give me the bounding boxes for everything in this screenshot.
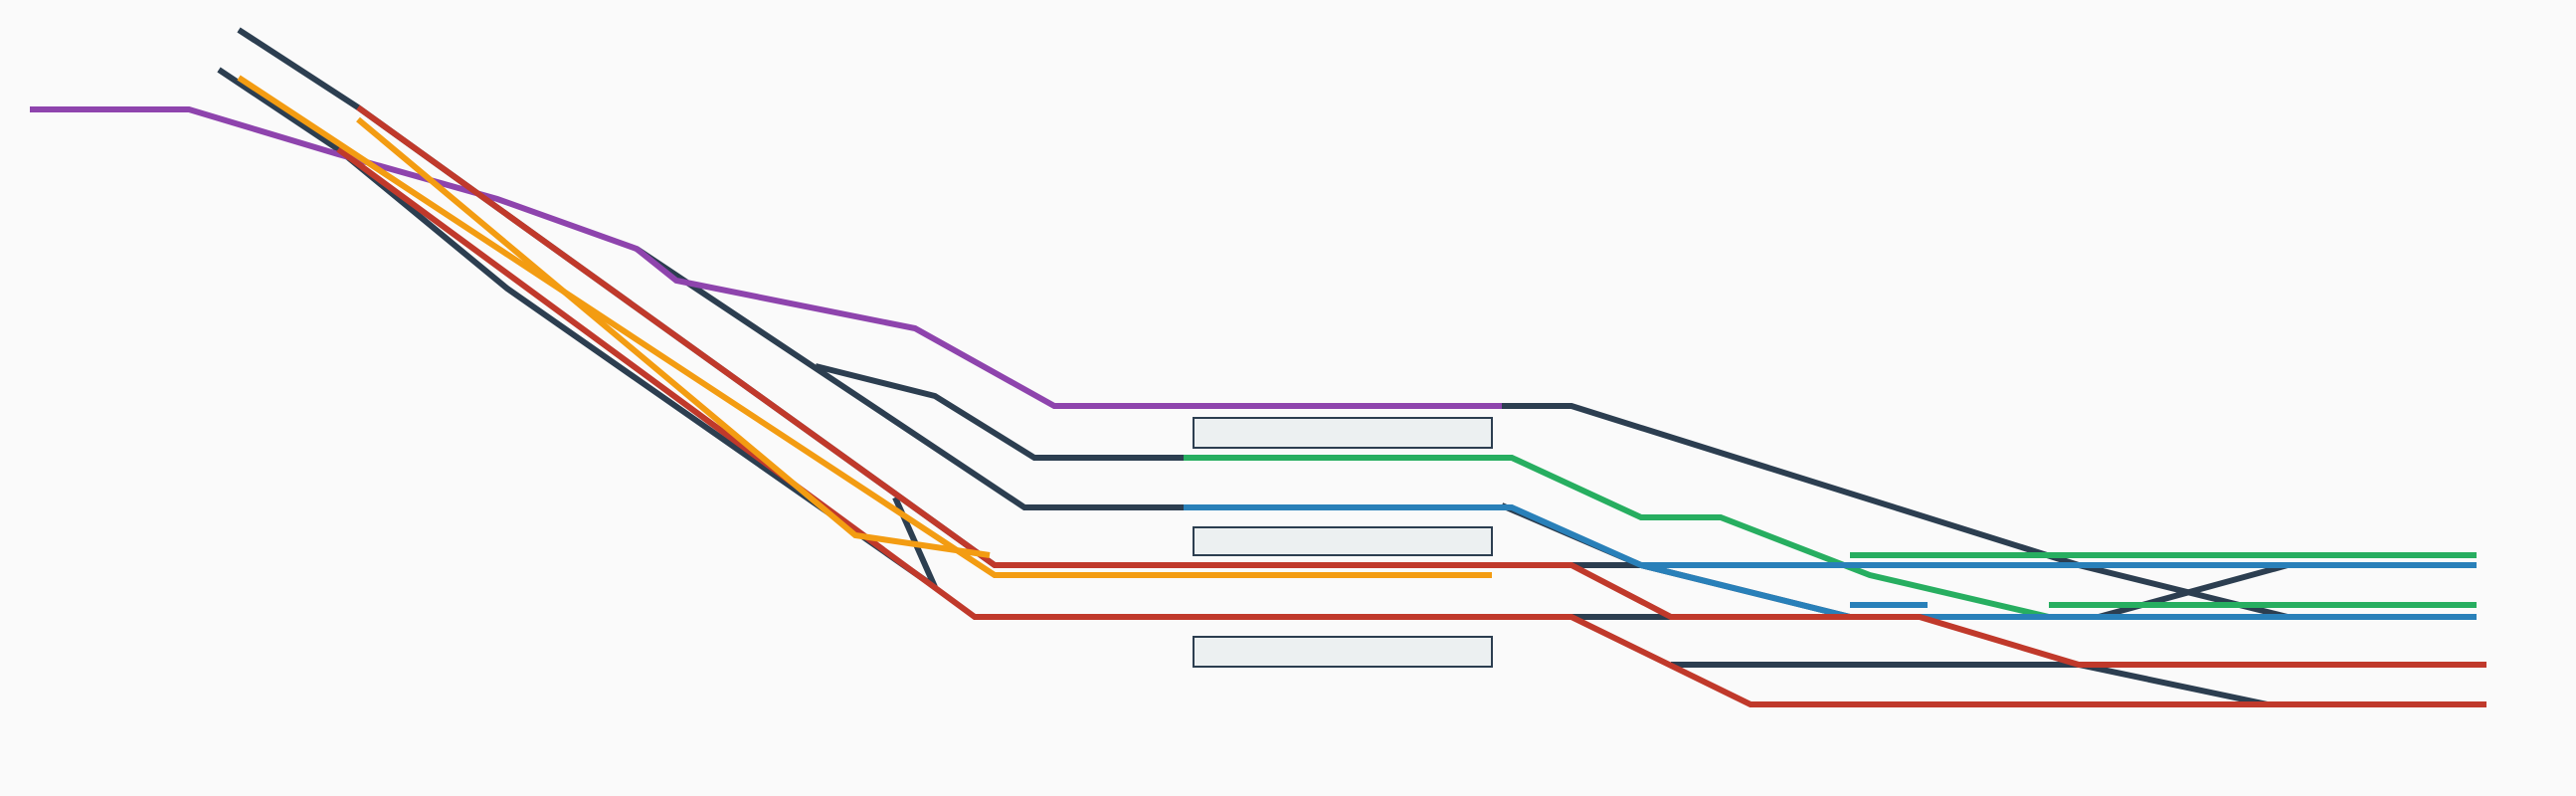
track-dark-3 — [815, 363, 1184, 461]
platform-3 — [1193, 636, 1493, 668]
platform-2 — [1193, 526, 1493, 556]
track-dark-9 — [2098, 562, 2289, 620]
track-dark-1 — [217, 67, 937, 590]
track-blue-16 — [1184, 504, 2477, 568]
platform-1 — [1193, 417, 1493, 449]
track-dark-4 — [1502, 403, 2289, 620]
track-dark-8 — [1671, 662, 2269, 707]
track-orange-22 — [356, 116, 991, 558]
track-blue-17 — [1640, 562, 2477, 620]
track-orange-21 — [237, 75, 1492, 578]
track-dark-5 — [1500, 502, 1851, 620]
track-purple-12 — [30, 106, 1502, 409]
track-dark-2 — [635, 246, 1184, 510]
track-red-19 — [356, 104, 2486, 668]
